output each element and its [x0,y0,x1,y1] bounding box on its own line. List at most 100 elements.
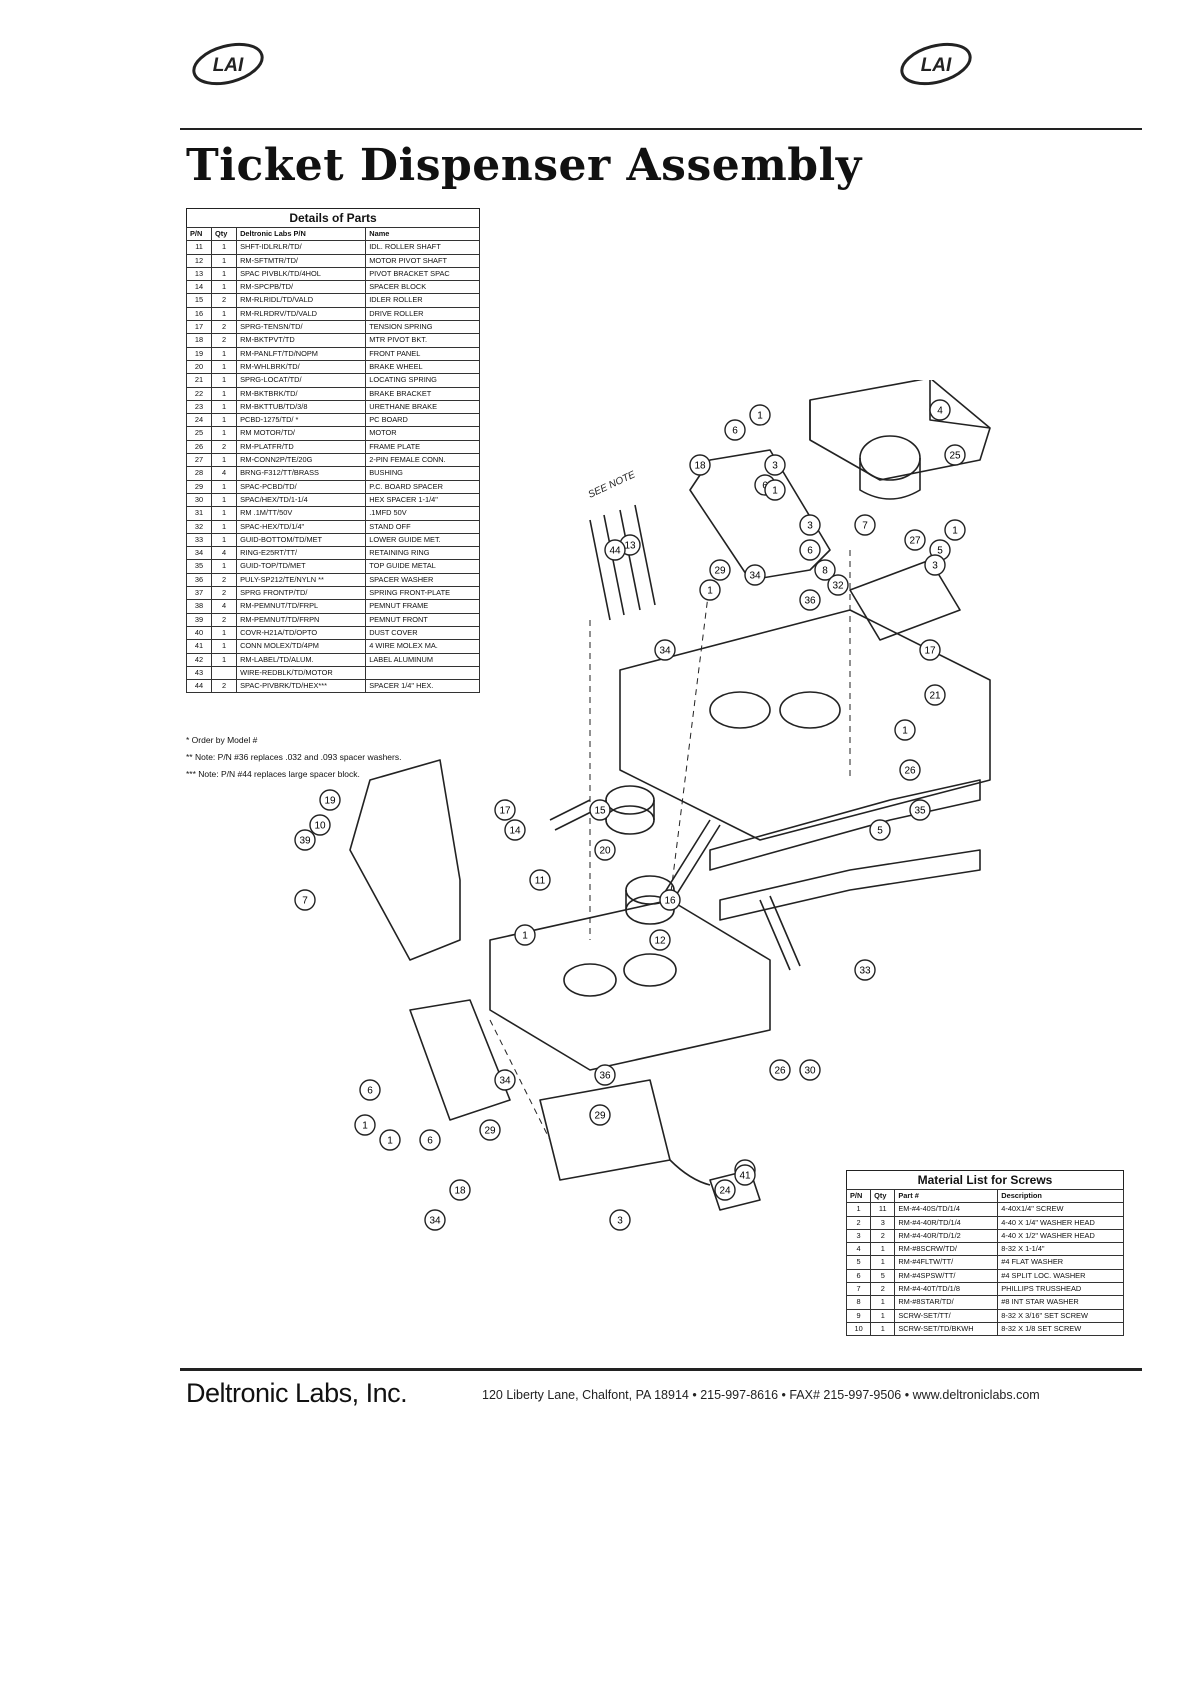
parts-cell: COVR-H21A/TD/OPTO [236,625,367,641]
callout-number: 13 [624,541,636,552]
parts-cell: RM-SFTMTR/TD/ [236,253,367,268]
parts-cell: RM-RLRDRV/TD/VALD [236,306,367,322]
screws-cell: 8-32 X 3/16" SET SCREW [997,1308,1124,1323]
callout-number: 15 [594,806,606,817]
parts-cell: GUID-BOTTOM/TD/MET [236,532,367,548]
screws-cell: 8 [845,1295,872,1310]
parts-cell: PEMNUT FRAME [365,599,480,614]
callout-bubble: 34 [424,1209,446,1231]
callout-bubble: 1 [354,1114,376,1136]
parts-cell: 1 [211,492,238,508]
parts-cell: 41 [185,639,213,654]
screws-cell: 8-32 X 1-1/4" [997,1242,1124,1257]
screws-cell: 8-32 X 1/8 SET SCREW [997,1321,1124,1337]
parts-cell: 20 [185,359,213,375]
callout-number: 41 [739,1171,751,1182]
parts-cell: 1 [211,306,238,322]
callout-bubble: 20 [594,839,616,861]
parts-cell: PULY-SP212/TE/NYLN ** [236,572,367,588]
parts-cell: BRAKE WHEEL [365,359,480,375]
callout-bubble: 15 [589,799,611,821]
page-title: Ticket Dispenser Assembly [186,140,862,191]
callout-number: 6 [367,1086,373,1097]
parts-cell: 35 [185,559,213,574]
callout-number: 34 [429,1216,441,1227]
idler-shaft [549,799,596,831]
callout-bubble: 10 [309,814,331,836]
screws-cell: RM-#4SPSW/TT/ [894,1268,999,1284]
callout-bubble: 29 [479,1119,501,1141]
parts-cell: 11 [185,240,213,255]
screws-header-cell: Qty [870,1188,896,1204]
parts-cell: 2 [211,612,238,627]
screws-cell: 1 [845,1202,872,1217]
parts-cell: 1 [211,625,238,641]
parts-cell: 42 [185,652,213,667]
callout-number: 26 [904,766,916,777]
callout-bubble: 6 [419,1129,441,1151]
parts-cell: 4 [211,546,238,561]
screws-cell: RM-#8SCRW/TD/ [894,1242,999,1257]
parts-cell: 38 [185,599,213,614]
callout-number: 3 [617,1216,623,1227]
callout-bubble: 25 [944,444,966,466]
logo-text: LAI [213,55,244,76]
callout-number: 5 [937,546,943,557]
callout-bubble: 7 [294,889,316,911]
callout-number: 20 [599,846,611,857]
callout-number: 29 [714,566,726,577]
parts-table-caption: Details of Parts [186,208,480,227]
screws-cell: RM-#4FLTW/TT/ [894,1255,999,1270]
callout-number: 34 [749,571,761,582]
parts-cell: HEX SPACER 1-1/4" [365,492,480,508]
parts-cell: 1 [211,253,238,268]
parts-cell: CONN MOLEX/TD/4PM [236,639,367,654]
callout-number: 6 [427,1136,433,1147]
callout-number: 29 [484,1126,496,1137]
screws-cell: RM-#8STAR/TD/ [894,1295,999,1310]
callout-number: 36 [804,596,816,607]
parts-cell: URETHANE BRAKE [365,399,480,415]
lai-logo-icon: LAI [192,42,264,86]
callout-bubble: 1 [944,519,966,541]
callout-number: 17 [924,646,936,657]
parts-cell: FRONT PANEL [365,346,480,361]
footer-rule [180,1368,1142,1371]
callout-bubble: 36 [594,1064,616,1086]
parts-header-cell: Deltronic Labs P/N [236,226,367,242]
parts-cell: TOP GUIDE METAL [365,559,480,574]
screws-cell: EM-#4-40S/TD/1/4 [894,1202,999,1217]
pc-board [539,1079,671,1181]
parts-cell: 21 [185,373,213,388]
motor [859,435,921,481]
parts-header-cell: Name [365,226,480,242]
callout-number: 1 [952,526,958,537]
motor-pivot-bracket-lower [409,999,511,1121]
parts-cell: SPAC/HEX/TD/1-1/4 [236,492,367,508]
callout-number: 6 [732,426,738,437]
callout-number: 24 [719,1186,731,1197]
note-spacer: *** Note: P/N #44 replaces large spacer … [186,769,360,779]
screws-table-caption: Material List for Screws [846,1170,1124,1189]
callout-bubble: 1 [764,479,786,501]
spacer-rod [619,504,656,611]
callout-number: 29 [594,1111,606,1122]
screws-cell: 1 [870,1242,896,1257]
